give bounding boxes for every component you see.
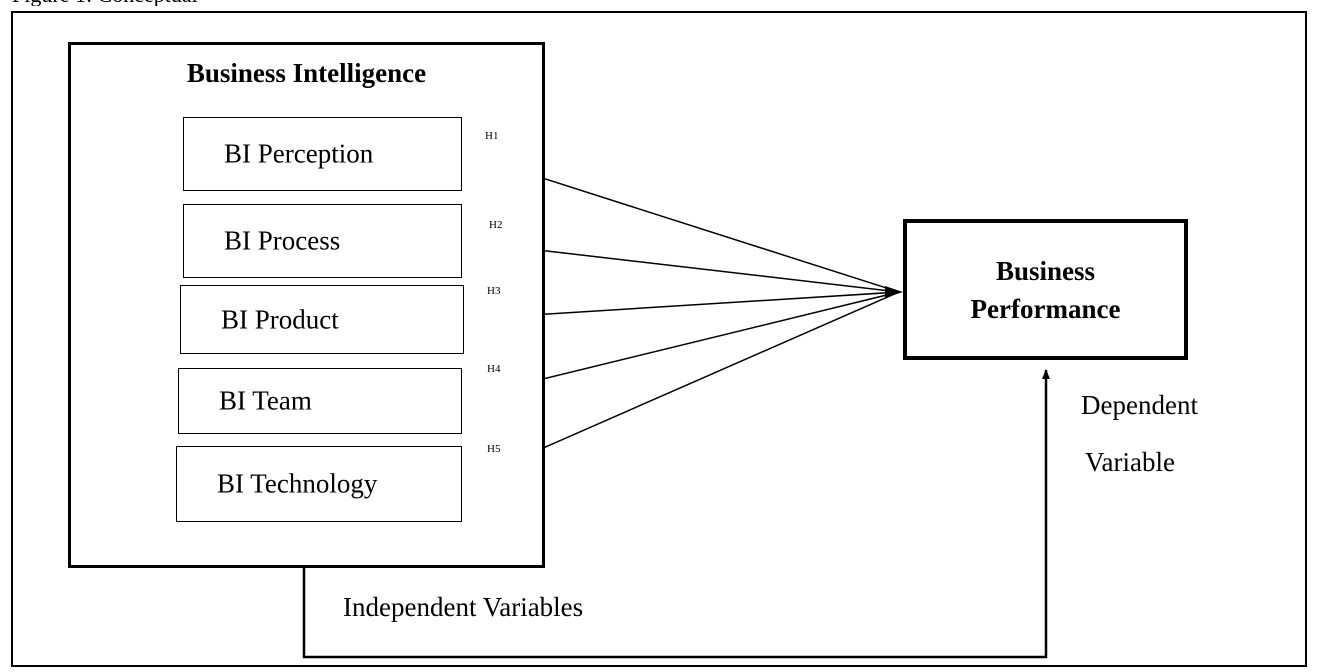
variable-label: BI Perception xyxy=(224,138,374,169)
clipped-top-caption: Figure 1: Conceptual xyxy=(12,0,312,6)
variable-box-bi-product: BI Product xyxy=(180,285,464,354)
hypothesis-label-h1: H1 xyxy=(485,130,499,142)
variable-label: BI Technology xyxy=(217,468,378,499)
variable-box-bi-process: BI Process xyxy=(183,204,462,278)
independent-to-dependent-connector xyxy=(302,369,1050,659)
variable-label: BI Product xyxy=(221,304,339,334)
variable-label: BI Team xyxy=(219,385,312,416)
diagram-frame xyxy=(11,11,1307,667)
variable-box-bi-team: BI Team xyxy=(178,368,462,434)
variable-box-bi-perception: BI Perception xyxy=(183,117,462,191)
link-merge-arrowhead xyxy=(885,286,903,298)
business-performance-box: Business Performance xyxy=(903,219,1188,360)
hypothesis-label-h4: H4 xyxy=(487,363,501,375)
dependent-caption-line1: Dependent xyxy=(1081,390,1198,420)
variable-box-bi-technology: BI Technology xyxy=(176,446,462,522)
hypothesis-label-h3: H3 xyxy=(487,285,501,297)
independent-caption: Independent Variables xyxy=(343,592,584,622)
variable-label: BI Process xyxy=(224,225,341,256)
group-title: Business Intelligence xyxy=(186,58,427,88)
dependent-caption-line2: Variable xyxy=(1085,447,1175,477)
hypothesis-label-h5: H5 xyxy=(487,443,501,455)
dependent-title: Business Performance xyxy=(970,255,1121,324)
hypothesis-label-h2: H2 xyxy=(489,219,503,231)
